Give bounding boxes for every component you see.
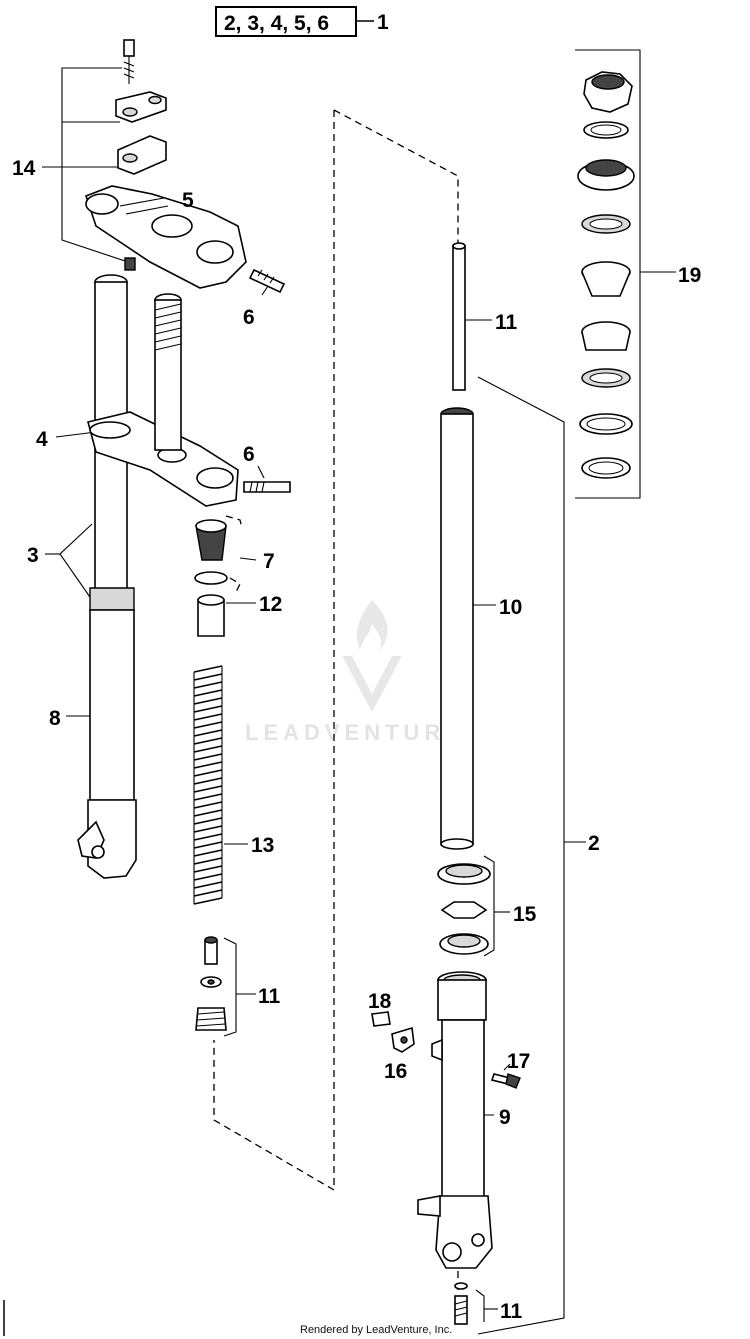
footer-credit: Rendered by LeadVenture, Inc.	[300, 1324, 452, 1336]
callout-14[interactable]: 14	[12, 157, 36, 180]
callout-13[interactable]: 13	[251, 834, 274, 857]
leader-lines	[42, 49, 676, 1335]
handlebar-clamp[interactable]	[115, 39, 167, 175]
callout-16[interactable]: 16	[384, 1060, 407, 1083]
callout-2[interactable]: 2	[588, 832, 600, 855]
damper-rod[interactable]	[452, 242, 466, 391]
kit-label[interactable]: 2, 3, 4, 5, 6	[224, 12, 329, 35]
spacer-tube[interactable]	[197, 594, 225, 637]
small-hardware[interactable]	[371, 1011, 521, 1089]
callout-9[interactable]: 9	[499, 1106, 511, 1129]
kit-label-box	[215, 6, 357, 37]
bottom-bolt-set[interactable]	[454, 1282, 468, 1325]
clamp-bolt-lower[interactable]	[243, 481, 291, 493]
callout-18[interactable]: 18	[368, 990, 392, 1013]
callout-6-lower[interactable]: 6	[243, 443, 255, 466]
clamp-bolt-upper[interactable]	[248, 268, 286, 294]
callout-1[interactable]: 1	[377, 11, 389, 34]
callout-12[interactable]: 12	[259, 593, 282, 616]
callout-5[interactable]: 5	[182, 189, 194, 212]
watermark-logo	[342, 600, 402, 712]
steering-stem[interactable]	[154, 293, 182, 451]
fork-spring[interactable]	[193, 665, 223, 905]
callout-3[interactable]: 3	[27, 544, 39, 567]
left-fork-leg[interactable]	[77, 274, 137, 879]
callout-8[interactable]: 8	[49, 707, 61, 730]
callout-15[interactable]: 15	[513, 903, 537, 926]
outer-fork-leg[interactable]	[417, 971, 493, 1269]
callout-11-left[interactable]: 11	[258, 985, 281, 1008]
callout-7[interactable]: 7	[263, 550, 275, 573]
callout-17[interactable]: 17	[507, 1050, 530, 1073]
callout-11-bottom[interactable]: 11	[500, 1300, 523, 1323]
seal-kit[interactable]	[437, 863, 491, 955]
steering-bearing-set[interactable]	[577, 71, 635, 479]
damper-bolt-set[interactable]	[195, 936, 227, 1031]
callout-11-top[interactable]: 11	[495, 311, 518, 334]
upper-triple-clamp[interactable]	[84, 185, 247, 289]
watermark-text: LEADVENTURE	[245, 720, 465, 745]
inner-fork-tube[interactable]	[440, 407, 474, 850]
callout-19[interactable]: 19	[678, 264, 701, 287]
callout-6-upper[interactable]: 6	[243, 306, 255, 329]
lower-triple-clamp[interactable]	[87, 411, 239, 507]
callout-4[interactable]: 4	[36, 428, 48, 451]
callout-10[interactable]: 10	[499, 596, 522, 619]
fork-cap[interactable]	[194, 519, 228, 585]
